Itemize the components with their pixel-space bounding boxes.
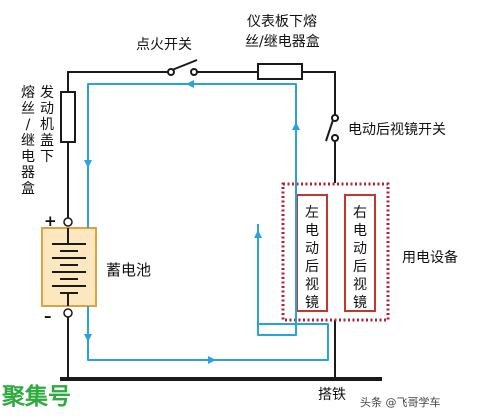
engine-fuse-col1-char: 电 (21, 149, 35, 165)
engine-fuse-col2-char: 机 (40, 117, 54, 133)
left-mirror-box (296, 194, 328, 312)
positive-terminal (63, 217, 73, 227)
ignition-switch (167, 59, 198, 76)
left-mirror-char: 动 (305, 241, 319, 257)
watermark-credit: 头条 @飞哥学车 (360, 395, 441, 409)
circuit-wires (67, 71, 336, 378)
engine-fuse-col1-char: 继 (21, 133, 35, 149)
engine-fuse-col1-char: 熔 (21, 85, 35, 101)
plus-sign: + (44, 212, 57, 230)
top-right-wire (302, 71, 336, 116)
engine-fuse-col1-char: 丝 (21, 101, 35, 117)
left-supply-wire (67, 71, 168, 225)
engine-fuse-col2-char: 盖 (40, 133, 54, 149)
left-mirror-char: 视 (305, 277, 319, 293)
watermark-logo: 聚集号 (1, 383, 71, 410)
engine-fuse-label-col1: 熔丝/继电器盒 (21, 85, 35, 197)
ground-label: 搭铁 (318, 387, 346, 403)
right-mirror-char: 后 (353, 259, 367, 275)
dash-fuse-label-line1: 仪表板下熔 (247, 14, 317, 30)
ignition-switch-label: 点火开关 (136, 37, 192, 53)
left-mirror-char: 镜 (305, 295, 319, 311)
dash-fuse-box (257, 63, 303, 80)
dash-fuse-label-line2: 丝/继电器盒 (245, 33, 320, 50)
right-mirror-char: 右 (353, 205, 367, 221)
mirror-switch-label: 电动后视镜开关 (348, 122, 446, 138)
ground-bar (60, 377, 382, 381)
engine-fuse-col1-char: 器 (21, 165, 35, 181)
right-mirror-box (344, 194, 376, 312)
battery (41, 217, 97, 318)
engine-fuse-col2-char: 发 (40, 85, 54, 101)
load-device-label: 用电设备 (402, 249, 458, 266)
engine-fuse-col2-char: 下 (40, 149, 54, 165)
mirror-switch (325, 114, 339, 142)
right-mirror-char: 动 (353, 241, 367, 257)
left-mirror-char: 后 (305, 259, 319, 275)
engine-fuse-col1-char: 盒 (21, 180, 35, 197)
negative-terminal (63, 308, 73, 318)
right-mirror-char: 电 (353, 223, 367, 239)
battery-label: 蓄电池 (106, 261, 151, 279)
left-mirror-char: 左 (305, 205, 319, 221)
minus-sign: – (44, 307, 52, 325)
engine-fuse-col2-char: 动 (40, 101, 54, 117)
engine-fuse-box (60, 91, 76, 143)
engine-fuse-col1-char: / (26, 117, 31, 133)
current-flow-path (84, 80, 329, 364)
right-mirror-char: 镜 (353, 295, 367, 311)
left-mirror-char: 电 (305, 223, 319, 239)
right-mirror-char: 视 (353, 277, 367, 293)
